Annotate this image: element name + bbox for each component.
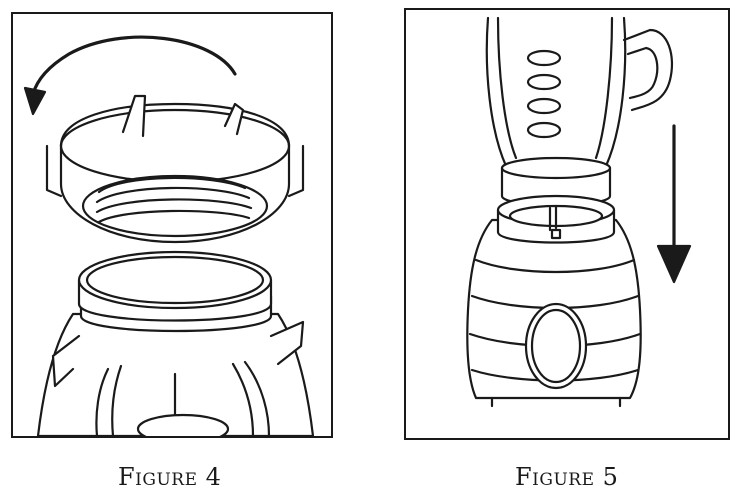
- blender-base: [466, 194, 642, 408]
- figure-4-illustration: [23, 35, 315, 436]
- blender-jar-bottom: [36, 312, 315, 436]
- down-arrow-icon: [656, 124, 692, 284]
- figure-4-caption: Figure 4: [118, 463, 222, 491]
- blender-jar-rim: [77, 250, 273, 333]
- counterclockwise-arrow-icon: [23, 35, 237, 116]
- blender-jar: [485, 16, 674, 168]
- figure-5-illustration: [466, 16, 692, 408]
- jar-collar: [45, 94, 305, 244]
- figure-5-panel: [404, 8, 730, 440]
- figure-4-panel: [11, 12, 333, 438]
- figure-5-caption: Figure 5: [515, 463, 619, 491]
